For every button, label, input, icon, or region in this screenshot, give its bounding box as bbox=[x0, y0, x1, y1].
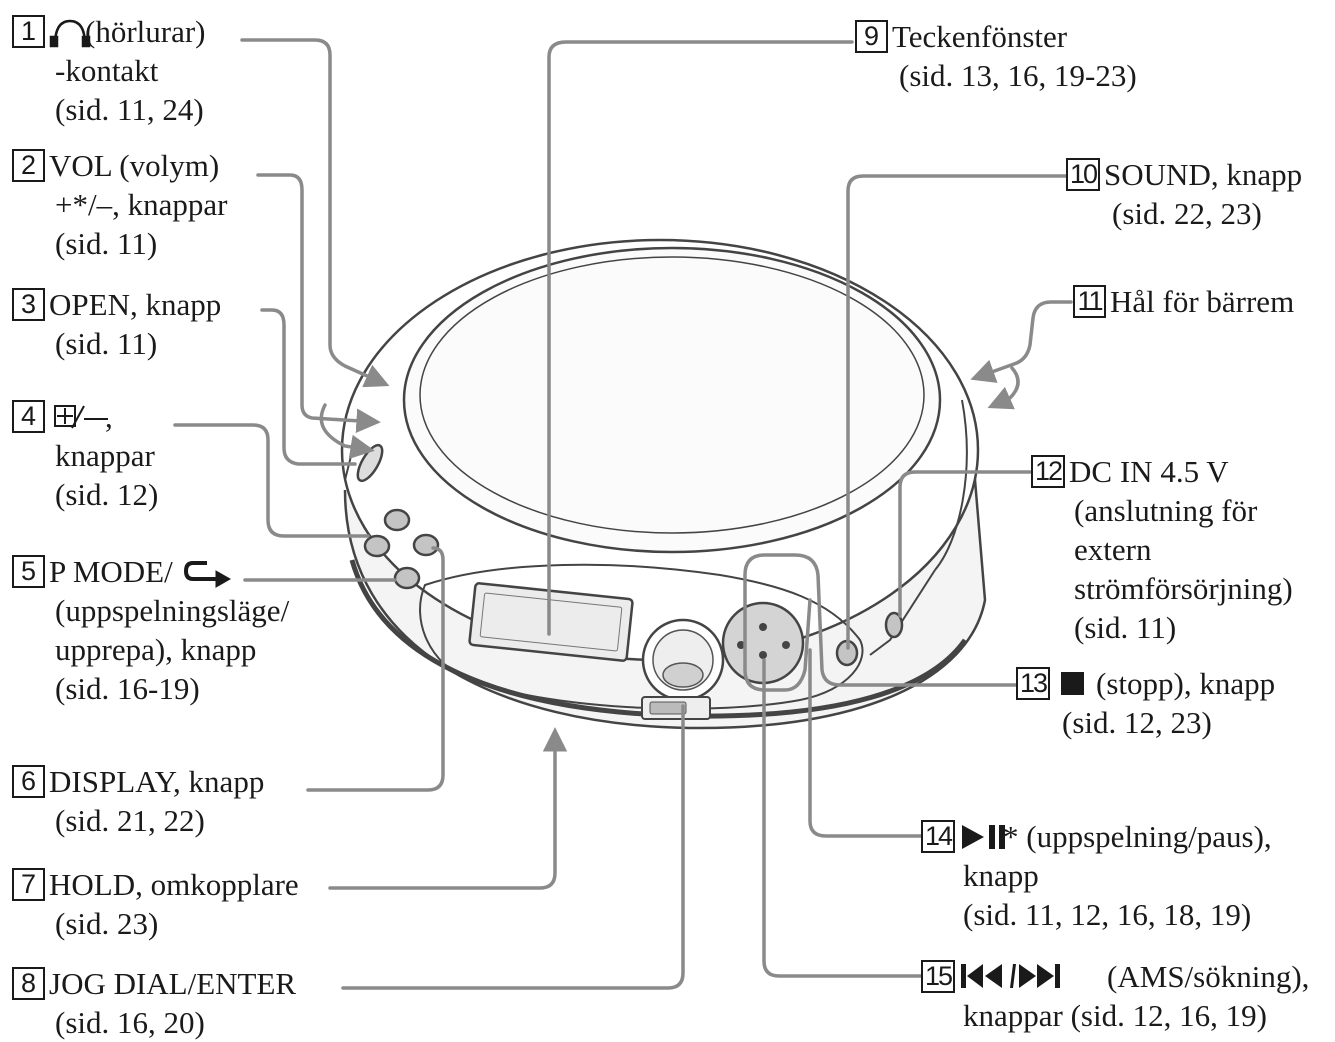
callout-number: 14 bbox=[921, 820, 956, 853]
callout-text: (AMS/sökning), bbox=[1107, 959, 1310, 994]
display-window-inner bbox=[479, 592, 623, 652]
callout-number: 8 bbox=[12, 967, 45, 1000]
callout-text: (uppspelningsläge/ bbox=[55, 593, 290, 628]
callout-text: (sid. 11) bbox=[55, 326, 158, 361]
callout-text: P MODE/ bbox=[49, 554, 173, 589]
callout-text: upprepa), knapp bbox=[55, 632, 257, 667]
group-button-shape bbox=[412, 533, 440, 557]
callout-text: knapp bbox=[963, 858, 1039, 893]
callout-text: extern bbox=[1074, 532, 1152, 567]
jog-dial bbox=[641, 618, 725, 702]
callout-text: DISPLAY, knapp bbox=[49, 764, 265, 799]
vol-minus-button-shape bbox=[363, 534, 391, 558]
callout-number: 4 bbox=[12, 400, 45, 433]
callout-number: 1 bbox=[12, 15, 45, 48]
callout-text: (sid. 12, 23) bbox=[1062, 705, 1212, 740]
callout-text: (sid. 11, 24) bbox=[55, 92, 204, 127]
callout-text: Teckenfönster bbox=[892, 19, 1068, 54]
callout-text: (sid. 23) bbox=[55, 906, 159, 941]
callout-text: (sid. 16-19) bbox=[55, 671, 200, 706]
display-window bbox=[468, 582, 634, 662]
callout-text: -kontakt bbox=[55, 53, 159, 88]
callout-number: 13 bbox=[1016, 667, 1051, 700]
callout-4: 4, knappar (sid. 12) bbox=[12, 397, 158, 514]
leader-lines bbox=[173, 38, 1073, 990]
callout-1: 1 (hörlurar) -kontakt (sid. 11, 24) bbox=[12, 12, 206, 129]
play-pause-icon bbox=[962, 825, 1005, 849]
callout-text: knappar (sid. 12, 16, 19) bbox=[963, 998, 1267, 1033]
open-button-shape bbox=[356, 443, 384, 483]
callout-number: 10 bbox=[1066, 158, 1101, 191]
callout-text: VOL (volym) bbox=[49, 148, 220, 183]
callout-text: (anslutning för bbox=[1074, 493, 1258, 528]
callout-13: 13 (stopp), knapp (sid. 12, 23) bbox=[1016, 664, 1275, 742]
callout-number: 12 bbox=[1031, 455, 1066, 488]
hold-switch-knob bbox=[649, 701, 687, 715]
callout-text: (sid. 12) bbox=[55, 477, 159, 512]
pmode-button-shape bbox=[393, 566, 421, 590]
callout-text: JOG DIAL/ENTER bbox=[49, 966, 297, 1001]
callout-text: (sid. 13, 16, 19-23) bbox=[899, 58, 1137, 93]
callout-text: (sid. 11, 12, 16, 18, 19) bbox=[963, 897, 1252, 932]
callout-number: 2 bbox=[12, 149, 45, 182]
callout-text: SOUND, knapp bbox=[1104, 157, 1303, 192]
callout-number: 7 bbox=[12, 868, 45, 901]
stop-square-icon bbox=[1061, 672, 1084, 695]
callout-text: (sid. 22, 23) bbox=[1112, 196, 1262, 231]
group-plus-minus-icon bbox=[54, 405, 108, 429]
vol-plus-button-shape bbox=[383, 508, 411, 532]
callout-text: , bbox=[105, 399, 113, 434]
repeat-arrow-icon bbox=[183, 561, 232, 588]
dc-in-jack-shape bbox=[884, 611, 904, 639]
callout-number: 5 bbox=[12, 555, 45, 588]
callout-text: (sid. 11) bbox=[55, 226, 158, 261]
callout-text: OPEN, knapp bbox=[49, 287, 222, 322]
callout-text: (sid. 16, 20) bbox=[55, 1005, 205, 1040]
player-front-panel bbox=[419, 563, 864, 710]
cd-player-body bbox=[340, 238, 987, 730]
callout-number: 9 bbox=[855, 20, 888, 53]
callout-text: DC IN 4.5 V bbox=[1069, 454, 1229, 489]
callout-text: strömförsörjning) bbox=[1074, 571, 1293, 606]
callout-number: 3 bbox=[12, 288, 45, 321]
callout-14: 14 * (uppspelning/paus), knapp (sid. 11, … bbox=[921, 817, 1272, 934]
callout-text: * (uppspelning/paus), bbox=[1003, 819, 1272, 854]
callout-number: 11 bbox=[1073, 285, 1106, 318]
callout-text: Hål för bärrem bbox=[1110, 284, 1295, 319]
prev-next-icon bbox=[961, 964, 1060, 988]
callout-text: knappar bbox=[55, 438, 155, 473]
player-lid-inner bbox=[419, 256, 925, 534]
player-right-corner bbox=[869, 569, 936, 656]
side-buttons bbox=[363, 508, 904, 667]
headphones-icon bbox=[49, 19, 91, 48]
callout-number: 15 bbox=[921, 960, 956, 993]
callout-text: (stopp), knapp bbox=[1096, 666, 1276, 701]
player-right-edge bbox=[934, 399, 968, 571]
callout-text: (sid. 21, 22) bbox=[55, 803, 205, 838]
player-lid bbox=[402, 246, 942, 554]
callout-text: (hörlurar) bbox=[85, 14, 206, 49]
callout-text: (sid. 11) bbox=[1074, 610, 1177, 645]
callout-text: HOLD, omkopplare bbox=[49, 867, 299, 902]
callout-text: +*/–, knappar bbox=[55, 187, 228, 222]
callout-number: 6 bbox=[12, 765, 45, 798]
callout-15: 15 (AMS/sökning), knappar (sid. 12, 16, 1… bbox=[921, 957, 1309, 1035]
